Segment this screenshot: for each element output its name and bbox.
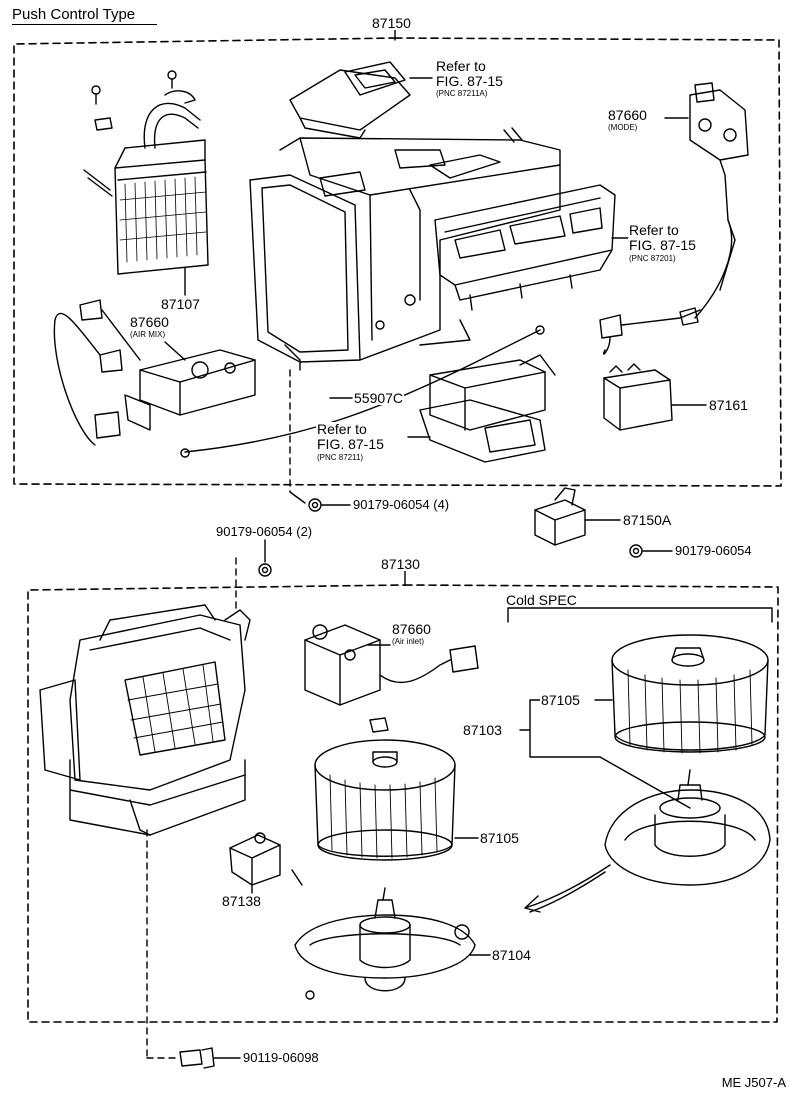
resistor-a-drawing <box>534 487 586 546</box>
page-title: Push Control Type <box>12 6 136 23</box>
lower-assembly-label: 87130 <box>380 556 421 572</box>
cold-direction-arrow <box>524 864 611 913</box>
resistor-label: 87138 <box>221 893 262 909</box>
refer-bottom-line1: Refer to <box>316 421 368 437</box>
mode-actuator-note: (MODE) <box>608 123 638 132</box>
mode-actuator-drawing <box>599 82 749 355</box>
screw-2-drawing <box>258 563 272 577</box>
bolt-label: 90119-06098 <box>242 1050 320 1065</box>
right-duct-drawing <box>434 184 616 311</box>
airmix-actuator-drawing <box>53 299 256 446</box>
motor-drawing <box>294 887 476 1000</box>
diagram-code: ME J507-A <box>721 1075 786 1090</box>
cable-drawing <box>180 325 545 458</box>
refer-top-line2: FIG. 87-15 <box>435 73 504 89</box>
title-underline <box>12 24 157 25</box>
screw-4-drawing <box>308 498 322 512</box>
upper-assembly-label: 87150 <box>371 15 412 31</box>
airmix-actuator-note: (AIR MIX) <box>130 330 166 339</box>
cold-spec-label: Cold SPEC <box>505 592 578 608</box>
heater-core-drawing <box>83 70 209 275</box>
screw-4-label: 90179-06054 (4) <box>352 497 451 512</box>
motor-label: 87104 <box>491 947 532 963</box>
airmix-actuator-leader <box>164 341 186 361</box>
top-duct-drawing <box>289 61 411 139</box>
amplifier-drawing <box>603 363 673 431</box>
refer-bottom-pnc: (PNC 87211) <box>317 453 364 462</box>
resistor-drawing <box>229 832 303 886</box>
blower-housing-drawing <box>39 604 251 836</box>
cold-motor-drawing <box>604 769 771 886</box>
bolt-drawing <box>179 1047 215 1069</box>
refer-bottom-line2: FIG. 87-15 <box>316 436 385 452</box>
cold-spec-bracket <box>507 607 773 623</box>
refer-top-pnc: (PNC 87211A) <box>436 89 488 98</box>
refer-right-pnc: (PNC 87201) <box>629 254 676 263</box>
screw-1-drawing <box>629 544 643 558</box>
cold-fan-drawing <box>611 634 769 754</box>
cold-motor-label: 87103 <box>462 722 503 738</box>
cold-fan-label: 87105 <box>540 692 581 708</box>
upper-group-boundary <box>13 37 782 487</box>
refer-top-line1: Refer to <box>435 58 487 74</box>
lower-group-boundary <box>27 584 779 1023</box>
mode-actuator-part: 87660 <box>607 107 648 123</box>
screw-2-label: 90179-06054 (2) <box>215 524 314 539</box>
airmix-actuator-part: 87660 <box>129 314 170 330</box>
screw-1-label: 90179-06054 <box>674 543 753 558</box>
resistor-a-label: 87150A <box>622 512 673 528</box>
heater-core-label: 87107 <box>160 296 201 312</box>
amplifier-label: 87161 <box>708 397 749 413</box>
case-screw-leader-end <box>289 491 306 504</box>
cable-label: 55907C <box>353 390 405 406</box>
fan-drawing <box>314 739 456 861</box>
lower-duct-drawing <box>419 354 556 463</box>
air-inlet-actuator-note: (Air inlet) <box>392 637 425 646</box>
air-inlet-actuator-drawing <box>304 624 479 733</box>
air-inlet-actuator-part: 87660 <box>391 621 432 637</box>
refer-right-line2: FIG. 87-15 <box>628 237 697 253</box>
fan-label: 87105 <box>479 830 520 846</box>
cold-motor-bracket <box>519 699 691 809</box>
heater-case-drawing <box>249 127 561 371</box>
refer-right-line1: Refer to <box>628 222 680 238</box>
